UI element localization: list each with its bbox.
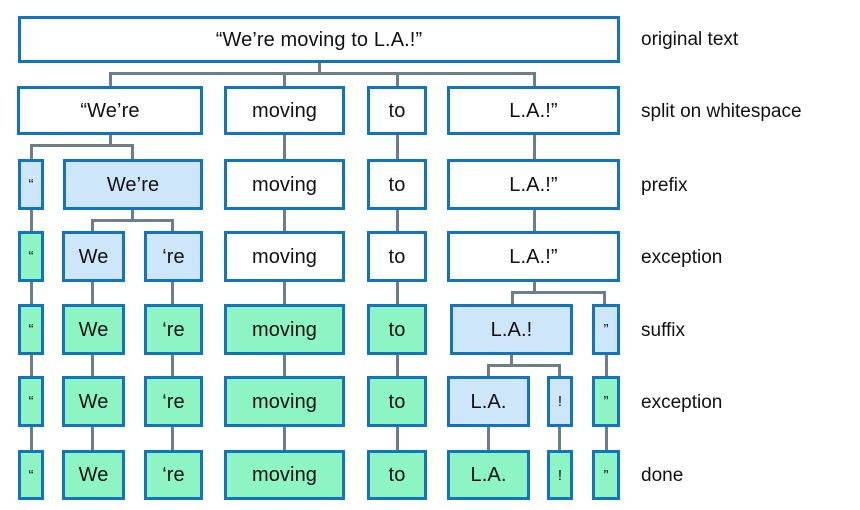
token-box-suffix-2: ‘re	[144, 304, 203, 355]
connector-vertical	[283, 282, 286, 304]
connector-vertical	[30, 144, 33, 160]
token-box-done-7: ”	[592, 450, 620, 500]
connector-vertical	[283, 355, 286, 377]
token-box-suffix-3: moving	[224, 304, 345, 355]
token-box-prefix-0: “	[18, 159, 44, 210]
row-label-exception-2: exception	[641, 392, 723, 413]
connector-vertical	[171, 355, 174, 377]
connector-vertical	[283, 135, 286, 160]
connector-vertical	[30, 355, 33, 377]
row-label-done: done	[641, 465, 684, 486]
connector-vertical	[171, 427, 174, 450]
connector-vertical	[533, 72, 536, 87]
token-box-exception1-3: moving	[224, 231, 345, 282]
connector-horizontal	[91, 219, 174, 222]
connector-vertical	[511, 291, 514, 305]
connector-vertical	[283, 427, 286, 450]
connector-vertical	[396, 72, 399, 87]
connector-vertical	[396, 355, 399, 377]
token-box-prefix-3: to	[367, 159, 427, 210]
connector-vertical	[109, 72, 112, 87]
token-box-split-3: L.A.!”	[447, 86, 620, 135]
connector-vertical	[30, 427, 33, 450]
connector-vertical	[396, 427, 399, 450]
connector-vertical	[318, 63, 321, 74]
token-box-prefix-1: We’re	[63, 159, 203, 210]
token-box-split-0: “We’re	[17, 86, 203, 135]
connector-horizontal	[109, 72, 536, 75]
row-label-exception-1: exception	[641, 247, 723, 268]
row-label-prefix: prefix	[641, 175, 688, 196]
token-box-exception1-1: We	[62, 231, 125, 282]
token-box-suffix-1: We	[62, 304, 125, 355]
token-box-exception1-5: L.A.!”	[447, 231, 620, 282]
connector-vertical	[487, 427, 490, 450]
token-box-exception1-4: to	[367, 231, 427, 282]
connector-vertical	[91, 219, 94, 232]
token-box-done-0: “	[18, 450, 44, 500]
connector-vertical	[533, 282, 536, 293]
token-box-exception1-2: ‘re	[144, 231, 203, 282]
connector-vertical	[558, 364, 561, 377]
token-box-suffix-6: ”	[592, 304, 620, 355]
token-box-exception2-3: moving	[224, 376, 345, 427]
connector-vertical	[487, 364, 490, 377]
token-box-prefix-2: moving	[224, 159, 345, 210]
row-label-split-whitespace: split on whitespace	[641, 101, 802, 122]
connector-vertical	[510, 355, 513, 366]
token-box-done-4: to	[367, 450, 427, 500]
connector-vertical	[533, 210, 536, 232]
token-box-suffix-5: L.A.!	[450, 304, 573, 355]
token-box-done-3: moving	[224, 450, 345, 500]
token-box-suffix-0: “	[18, 304, 44, 355]
token-box-split-2: to	[367, 86, 427, 135]
connector-vertical	[605, 355, 608, 377]
connector-vertical	[109, 135, 112, 146]
token-box-exception2-2: ‘re	[144, 376, 203, 427]
connector-vertical	[396, 210, 399, 232]
token-box-done-2: ‘re	[144, 450, 203, 500]
connector-vertical	[30, 282, 33, 304]
token-box-exception2-0: “	[18, 376, 44, 427]
connector-vertical	[131, 144, 134, 160]
token-box-exception2-1: We	[62, 376, 125, 427]
token-box-exception2-7: ”	[592, 376, 620, 427]
connector-horizontal	[30, 144, 134, 147]
connector-horizontal	[487, 364, 561, 367]
token-box-exception2-6: !	[547, 376, 573, 427]
connector-vertical	[605, 427, 608, 450]
connector-vertical	[30, 210, 33, 232]
connector-vertical	[91, 355, 94, 377]
connector-vertical	[603, 291, 606, 305]
connector-vertical	[396, 282, 399, 304]
connector-vertical	[91, 282, 94, 304]
token-box-done-1: We	[62, 450, 125, 500]
token-box-suffix-4: to	[367, 304, 427, 355]
row-label-original-text: original text	[641, 29, 739, 50]
token-box-exception2-5: L.A.	[447, 376, 530, 427]
connector-vertical	[171, 282, 174, 304]
token-box-original-text: “We’re moving to L.A.!”	[18, 16, 620, 63]
connector-vertical	[171, 219, 174, 232]
token-box-exception2-4: to	[367, 376, 427, 427]
token-box-exception1-0: “	[18, 231, 44, 282]
connector-vertical	[283, 210, 286, 232]
connector-vertical	[396, 135, 399, 160]
connector-horizontal	[511, 291, 606, 294]
connector-vertical	[283, 72, 286, 87]
token-box-done-5: L.A.	[447, 450, 530, 500]
connector-vertical	[558, 427, 561, 450]
token-box-prefix-4: L.A.!”	[447, 159, 620, 210]
token-box-split-1: moving	[224, 86, 345, 135]
connector-vertical	[131, 210, 134, 221]
connector-vertical	[91, 427, 94, 450]
token-box-done-6: !	[547, 450, 573, 500]
row-label-suffix: suffix	[641, 320, 686, 341]
connector-vertical	[533, 135, 536, 160]
